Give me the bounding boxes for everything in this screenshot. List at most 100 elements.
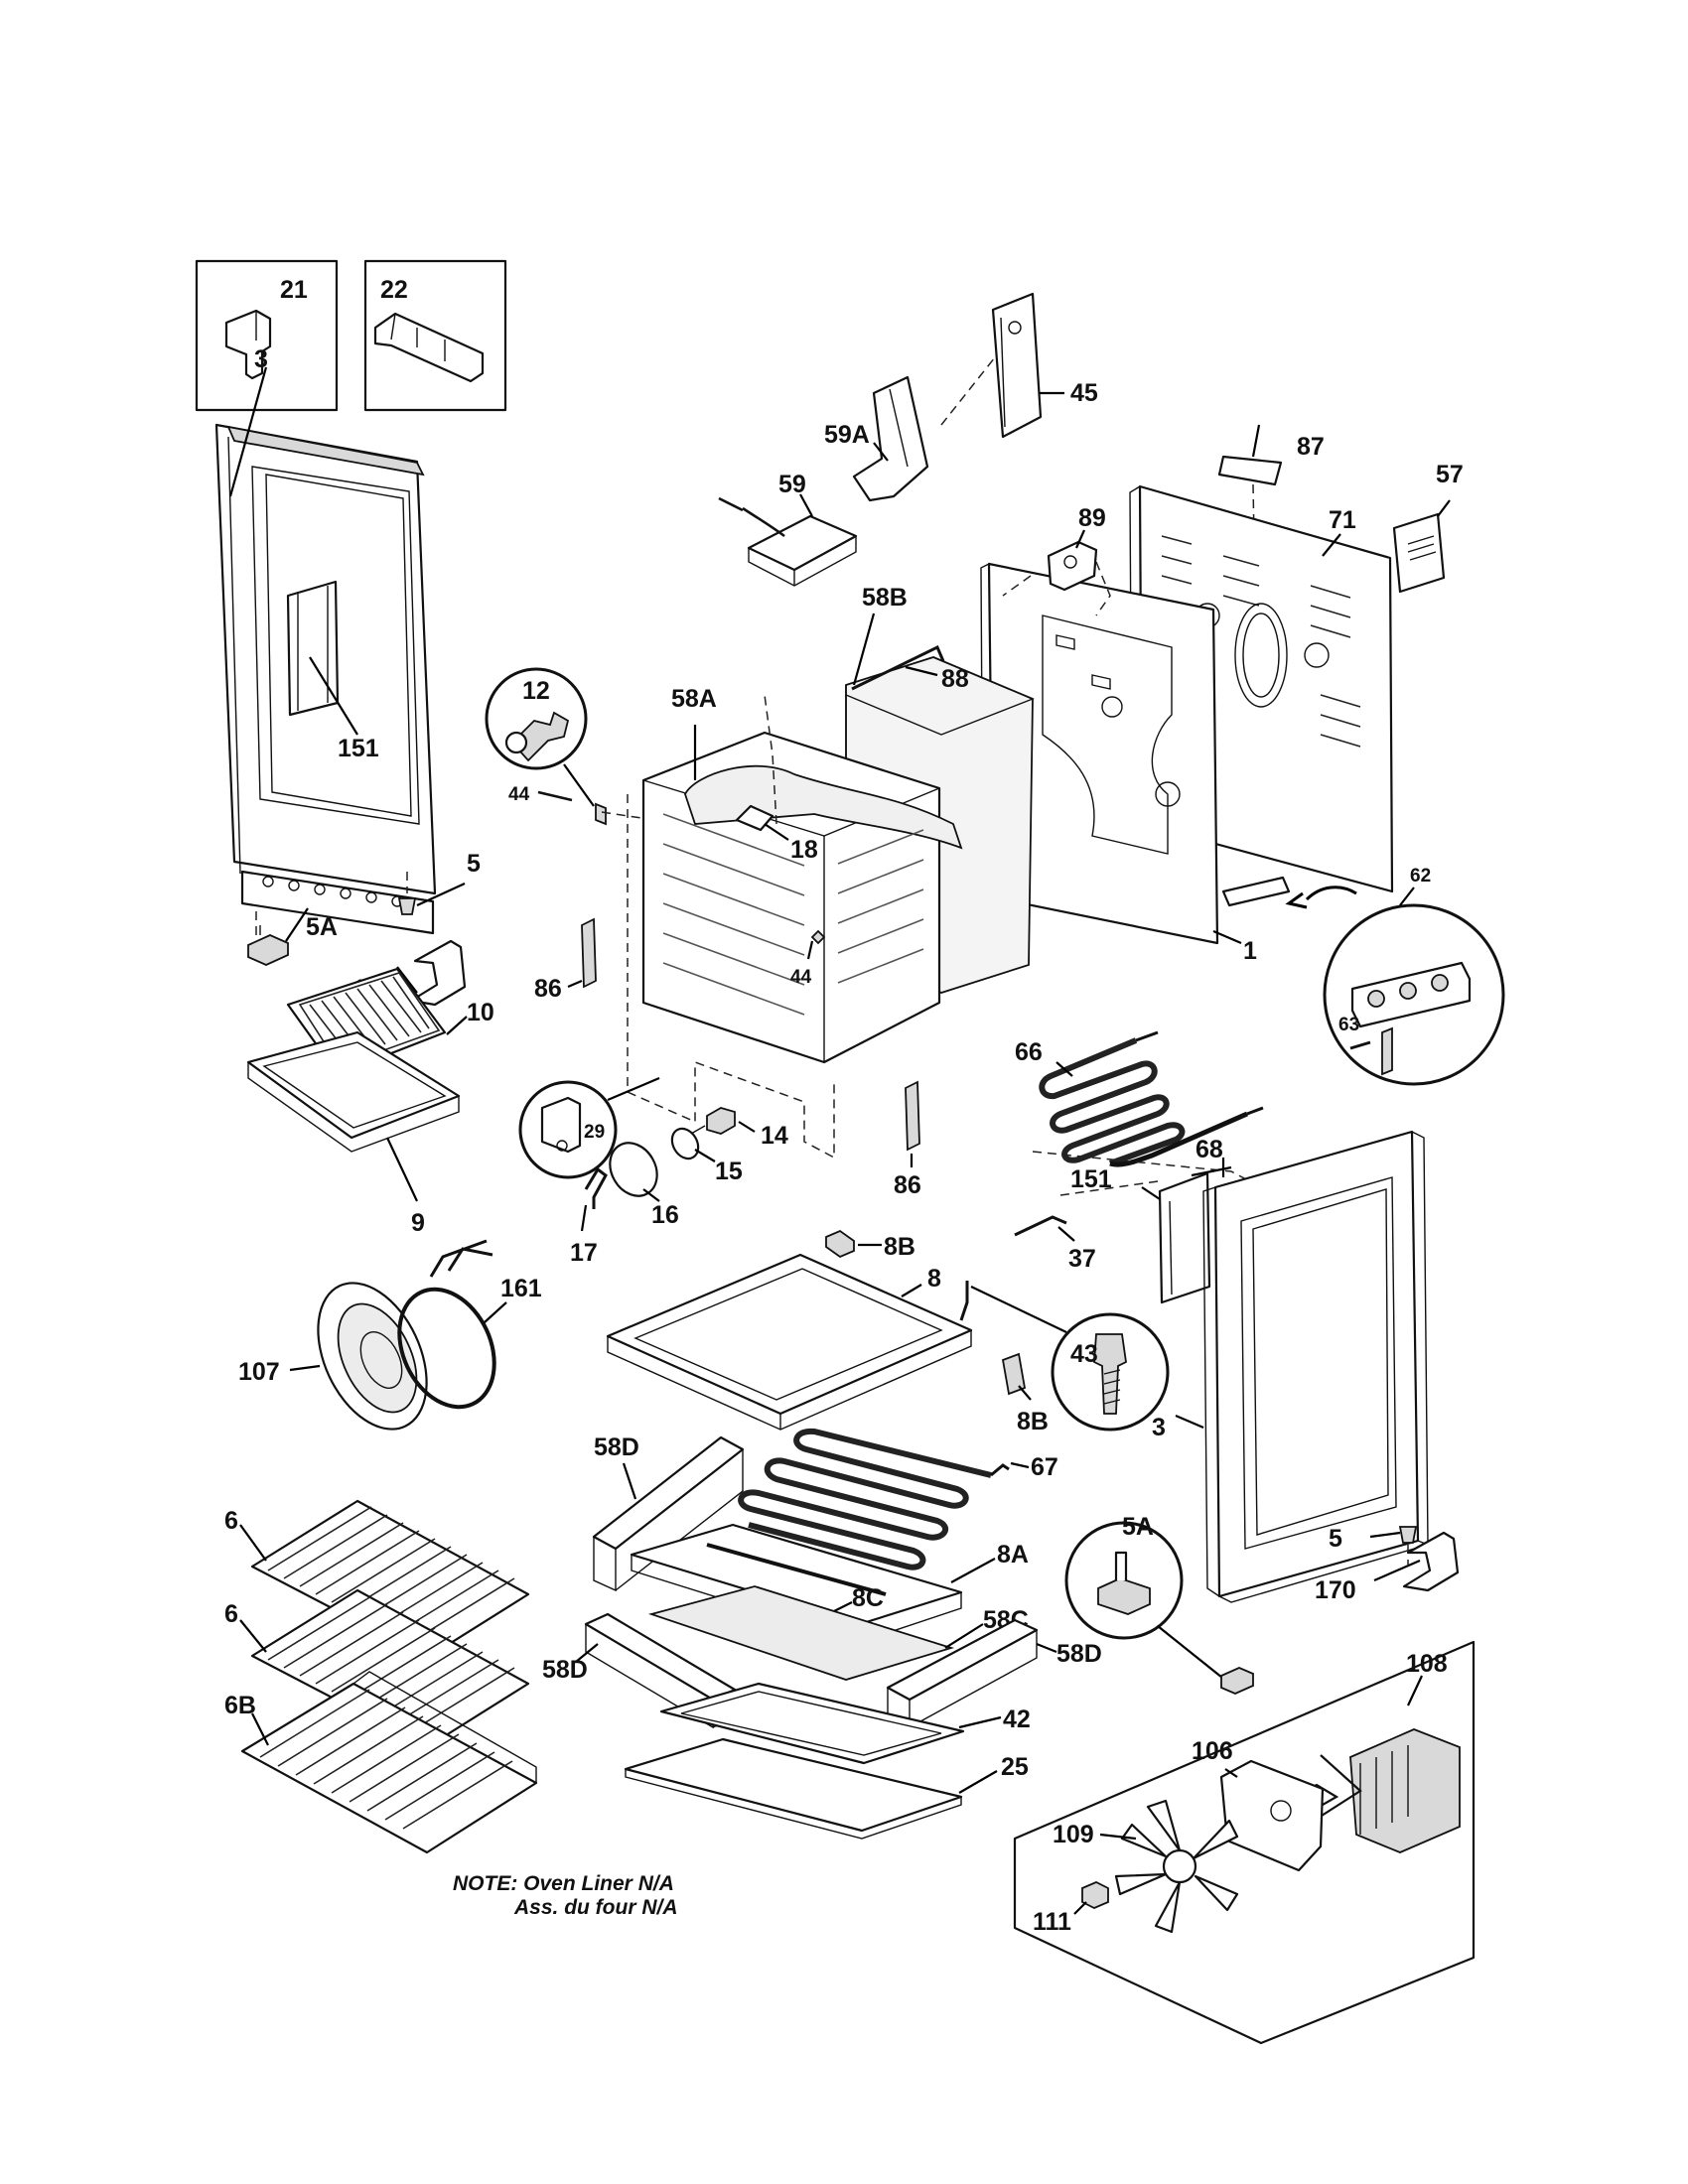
callout-44-right: 44 [790, 967, 812, 988]
side-bracket-86-right [905, 1080, 920, 1152]
callout-37: 37 [1068, 1245, 1096, 1273]
bake-element-66 [1039, 1030, 1264, 1167]
oven-rack-6b [240, 1671, 538, 1854]
callout-8a: 8A [997, 1541, 1029, 1569]
callout-5a-left: 5A [306, 913, 338, 941]
callout-42: 42 [1003, 1706, 1031, 1733]
left-door-hinge-screw [397, 872, 417, 915]
oven-cavity-58a [627, 731, 963, 1160]
callout-63: 63 [1338, 1015, 1359, 1035]
callout-58a: 58A [671, 685, 717, 713]
callout-25: 25 [1001, 1753, 1029, 1781]
detail-circle-5a-right [1064, 1521, 1184, 1640]
convection-fan-cover [317, 1282, 428, 1431]
callout-8b-top: 8B [884, 1233, 915, 1261]
terminal-cover-57 [1392, 512, 1446, 594]
callout-18: 18 [790, 836, 818, 864]
note-line-2: Ass. du four N/A [513, 1896, 678, 1919]
callout-86-left: 86 [534, 975, 562, 1003]
callout-6-top: 6 [224, 1507, 238, 1535]
bottom-element-67 [738, 1428, 1010, 1570]
callout-87: 87 [1297, 433, 1325, 461]
callout-5-right: 5 [1329, 1525, 1342, 1553]
detail-circle-29 [518, 1080, 618, 1179]
callout-71: 71 [1329, 506, 1356, 534]
insulation-pad-58c [647, 1585, 955, 1681]
oven-bottom-tray-8 [606, 1253, 973, 1431]
left-oven-door [214, 423, 437, 935]
detail-circle-43 [1051, 1312, 1170, 1432]
convection-fan-assembly-box [1013, 1640, 1476, 2045]
callout-58d-left-bottom: 58D [542, 1656, 588, 1684]
callout-86-right: 86 [894, 1171, 921, 1199]
inset-part-21 [195, 259, 339, 412]
callout-8c: 8C [852, 1584, 884, 1612]
detail-circle-12 [485, 667, 588, 770]
light-socket-14 [706, 1107, 736, 1135]
right-door-bracket-151 [1158, 1171, 1211, 1304]
fan-blade-109 [1114, 1799, 1239, 1934]
callout-29: 29 [584, 1122, 605, 1143]
door-hinge-37 [1014, 1215, 1067, 1237]
callout-16: 16 [651, 1201, 679, 1229]
callout-57: 57 [1436, 461, 1464, 488]
insulation-58d-left-top [592, 1435, 745, 1592]
nut-111 [1081, 1881, 1109, 1909]
right-oven-door [1202, 1130, 1429, 1603]
detail-circle-62 [1323, 903, 1505, 1086]
vent-duct [991, 292, 1043, 439]
callout-6b: 6B [224, 1692, 256, 1719]
callout-59a: 59A [824, 421, 870, 449]
bracket-8b-bottom [1001, 1352, 1027, 1396]
terminal-block-small [1221, 876, 1291, 907]
callout-161: 161 [500, 1275, 542, 1302]
broiler-pan [246, 1030, 461, 1153]
callout-8b-bottom: 8B [1017, 1408, 1049, 1435]
left-door-hinge-bracket [247, 911, 289, 966]
vent-duct-59a [852, 375, 929, 502]
callout-88: 88 [941, 665, 969, 693]
callout-67: 67 [1031, 1453, 1058, 1481]
fan-motor-box [718, 496, 858, 587]
sensor-18 [735, 804, 789, 841]
callout-5-left: 5 [467, 850, 481, 878]
right-hinge-screw [1398, 1526, 1418, 1565]
callout-22: 22 [380, 276, 408, 304]
callout-62: 62 [1410, 866, 1431, 887]
callout-15: 15 [715, 1158, 743, 1185]
bracket-89 [1047, 540, 1098, 592]
callout-14: 14 [761, 1122, 788, 1150]
note-line-1: NOTE: Oven Liner N/A [453, 1872, 674, 1895]
callout-3-right: 3 [1152, 1414, 1166, 1441]
right-hinge-receptacle [1402, 1531, 1460, 1592]
callout-10: 10 [467, 999, 494, 1026]
convection-element [397, 1239, 496, 1410]
callout-59: 59 [778, 471, 806, 498]
callout-111: 111 [1033, 1908, 1071, 1936]
callout-66: 66 [1015, 1038, 1043, 1066]
frame-42 [659, 1682, 965, 1765]
callout-170-right: 170 [1315, 1576, 1356, 1604]
insulation-58d-right [886, 1618, 1039, 1729]
callout-12: 12 [522, 677, 550, 705]
side-bracket-86-left [581, 917, 597, 989]
callout-58d-right: 58D [1056, 1640, 1102, 1668]
callout-1: 1 [1243, 937, 1257, 965]
callout-3-left: 3 [254, 345, 268, 373]
bottom-panel-25 [624, 1737, 963, 1840]
callout-45: 45 [1070, 379, 1098, 407]
callout-5a-right: 5A [1122, 1513, 1154, 1541]
callout-44-left: 44 [508, 784, 530, 805]
callout-109: 109 [1053, 1821, 1094, 1848]
callout-17: 17 [570, 1239, 598, 1267]
callout-108: 108 [1406, 1650, 1448, 1678]
callout-9: 9 [411, 1209, 425, 1237]
left-hinge-receptacle [409, 939, 467, 1007]
callout-107: 107 [238, 1358, 280, 1386]
callout-8: 8 [927, 1265, 941, 1293]
callout-6-middle: 6 [224, 1600, 238, 1628]
callout-21: 21 [280, 276, 308, 304]
bracket-8b-top [825, 1229, 855, 1259]
light-bulb-15 [670, 1125, 706, 1160]
